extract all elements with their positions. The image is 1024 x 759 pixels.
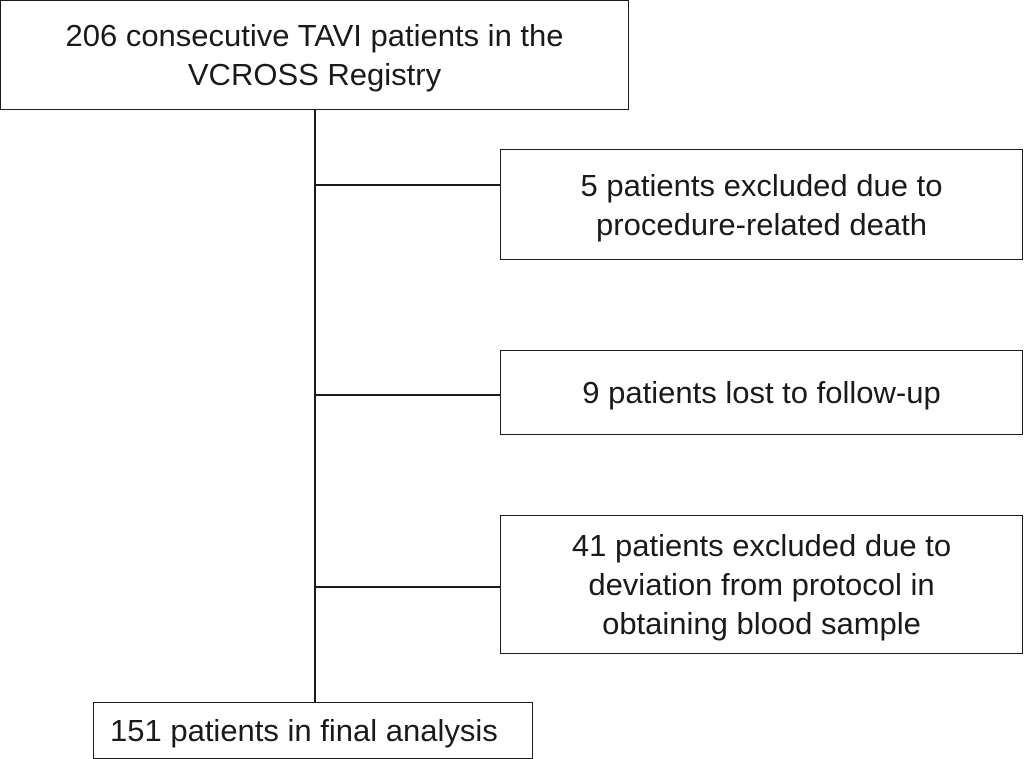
exclusion-text-procedure-death: 5 patients excluded due to procedure-rel…	[580, 167, 943, 242]
start-population-box: 206 consecutive TAVI patients in the VCR…	[0, 0, 629, 110]
exclusion-connector-1	[315, 184, 501, 186]
exclusion-text-protocol-deviation: 41 patients excluded due to deviation fr…	[571, 528, 952, 641]
final-analysis-box: 151 patients in final analysis	[93, 702, 533, 759]
start-population-text: 206 consecutive TAVI patients in the VCR…	[65, 18, 564, 92]
main-flow-connector	[314, 109, 316, 703]
exclusion-box-lost-follow-up: 9 patients lost to follow-up	[500, 350, 1023, 435]
exclusion-text-lost-follow-up: 9 patients lost to follow-up	[582, 375, 941, 410]
exclusion-box-protocol-deviation: 41 patients excluded due to deviation fr…	[500, 515, 1023, 654]
exclusion-box-procedure-death: 5 patients excluded due to procedure-rel…	[500, 149, 1023, 260]
exclusion-connector-3	[315, 586, 501, 588]
exclusion-connector-2	[315, 394, 501, 396]
final-analysis-text: 151 patients in final analysis	[110, 713, 498, 748]
